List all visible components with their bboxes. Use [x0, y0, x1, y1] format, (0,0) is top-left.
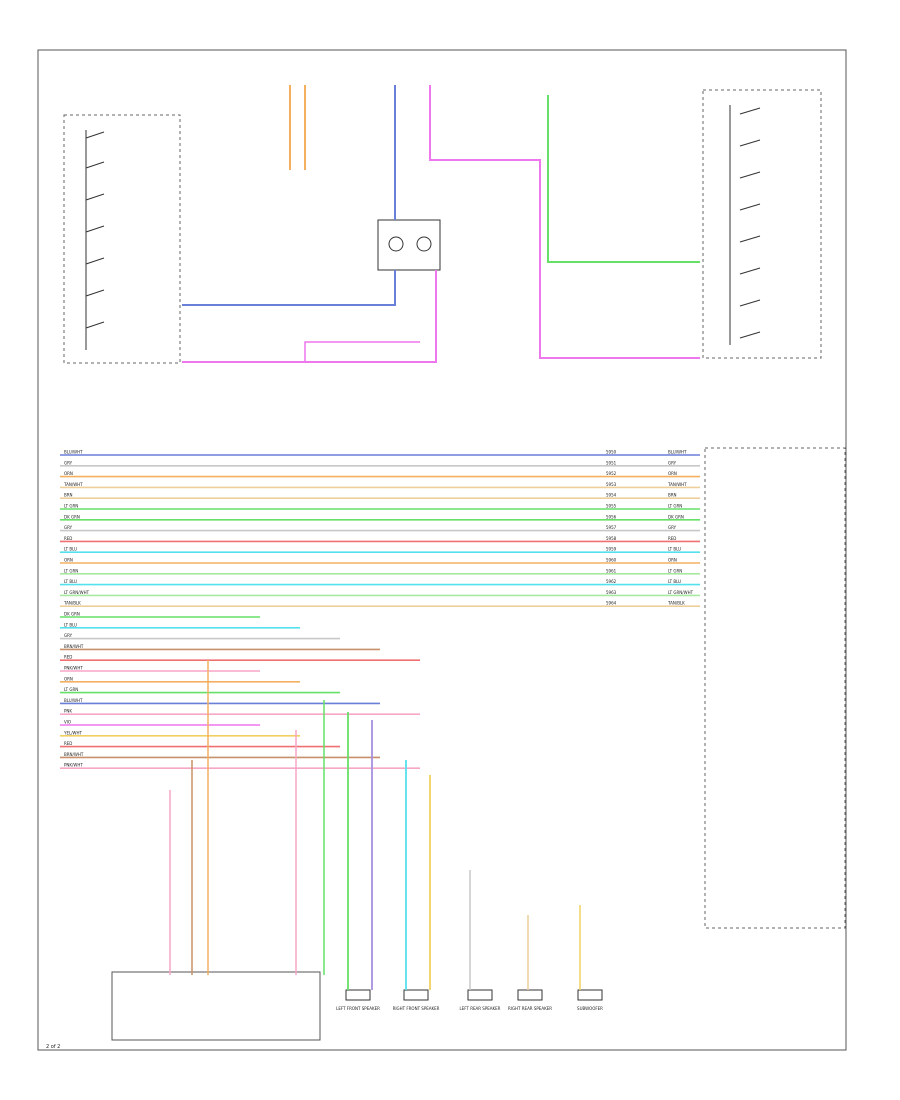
harness-circuit-number: 5953: [606, 482, 617, 487]
harness-wire-label: BRN/WHT: [64, 644, 84, 649]
harness-circuit-number: 5954: [606, 493, 617, 498]
harness-wire-label: RED: [64, 655, 72, 660]
speaker-body: [403, 989, 429, 1001]
speaker-label: RIGHT FRONT SPEAKER: [393, 1006, 440, 1011]
harness-circuit-number: 5959: [606, 547, 617, 552]
harness-wire-label: GRY: [64, 633, 73, 638]
harness-wire-label: BRN: [64, 493, 73, 498]
harness-wire-label: GRY: [64, 525, 73, 530]
harness-wire-label-right: GRY: [668, 460, 677, 465]
harness-circuit-number: 5952: [606, 471, 617, 476]
harness-wire-label: BLU/WHT: [64, 698, 83, 703]
harness-wire-label: DK GRN: [64, 612, 80, 617]
harness-wire-label: ORN: [64, 676, 73, 681]
harness-wire-label: ORN: [64, 558, 73, 563]
harness-wire-label-right: RED: [668, 536, 676, 541]
harness-wire-label-right: BRN: [668, 493, 677, 498]
speaker-body: [467, 989, 493, 1001]
page-label: 2 of 2: [46, 1044, 60, 1050]
drop-wires: [169, 660, 581, 990]
harness-circuit-number: 5950: [606, 450, 617, 455]
harness-circuit-number: 5957: [606, 525, 617, 530]
harness-wire-label: BLU/WHT: [64, 450, 83, 455]
harness-wire-label: YEL/WHT: [63, 730, 83, 735]
speaker-body: [517, 989, 543, 1001]
harness-wire-label: ORN: [64, 471, 73, 476]
harness-wire-label: BRN/WHT: [64, 752, 84, 757]
top-wires: [182, 85, 700, 363]
harness-wire-label: PNK: [64, 709, 72, 714]
right-switch-contacts: [729, 105, 761, 345]
harness-wire-label-right: DK GRN: [668, 514, 684, 519]
speaker-label: LEFT FRONT SPEAKER: [336, 1006, 380, 1011]
harness-circuit-number: 5962: [606, 579, 617, 584]
speaker-body: [577, 989, 603, 1001]
left-switch-box: [63, 114, 181, 364]
outer-frame: [37, 49, 847, 1051]
speaker-label: RIGHT REAR SPEAKER: [508, 1006, 552, 1011]
harness-circuit-number: 5958: [606, 536, 617, 541]
harness-wire-label-right: LT GRN/WHT: [668, 590, 694, 595]
harness-wire-label: LT GRN: [64, 687, 78, 692]
amplifier-box: [111, 971, 321, 1041]
harness-wire-label-right: TAN/WHT: [667, 482, 687, 487]
radio-connector-box: [704, 447, 846, 929]
harness-wire-label: PNK/WHT: [64, 666, 83, 671]
harness-wire-label-right: LT BLU: [668, 579, 681, 584]
harness-wire-label-right: LT GRN: [668, 504, 682, 509]
left-switch-contacts: [85, 130, 105, 350]
harness-wire-label: LT GRN: [64, 504, 78, 509]
harness-wire-label: RED: [64, 536, 72, 541]
harness-wire-label: LT BLU: [64, 622, 77, 627]
harness-wire-label: LT GRN/WHT: [64, 590, 90, 595]
harness-wire-label: VIO: [64, 720, 71, 725]
harness-circuit-number: 5963: [606, 590, 617, 595]
speaker-body: [345, 989, 371, 1001]
harness-wire-label-right: LT GRN: [668, 568, 682, 573]
harness-circuit-number: 5961: [606, 568, 617, 573]
harness-wire-label: GRY: [64, 460, 73, 465]
harness-wire-label: LT BLU: [64, 579, 77, 584]
harness-wire-label-right: ORN: [668, 471, 677, 476]
harness-circuit-number: 5955: [606, 504, 617, 509]
harness-wire-label-right: TAN/BLK: [667, 601, 685, 606]
harness-wire-label-right: BLU/WHT: [668, 450, 687, 455]
harness-wire-label: LT BLU: [64, 547, 77, 552]
harness-wire-label: PNK/WHT: [64, 763, 83, 768]
harness-wire-label: RED: [64, 741, 72, 746]
speaker-label: SUBWOOFER: [577, 1006, 603, 1011]
harness-circuit-number: 5951: [606, 460, 617, 465]
harness-wire-label: TAN/WHT: [63, 482, 83, 487]
harness-wire-label-right: ORN: [668, 558, 677, 563]
speakers: LEFT FRONT SPEAKER RIGHT FRONT SPEAKER LEF…: [336, 989, 603, 1011]
harness-wire-label: LT GRN: [64, 568, 78, 573]
harness-circuit-number: 5960: [606, 558, 617, 563]
speaker-label: LEFT REAR SPEAKER: [460, 1006, 501, 1011]
right-switch-box: [702, 89, 822, 359]
harness-wire-label-right: GRY: [668, 525, 677, 530]
center-module: [377, 219, 441, 271]
harness-wire-label: DK GRN: [64, 514, 80, 519]
harness-circuit-number: 5956: [606, 514, 617, 519]
harness-wire-label-right: LT BLU: [668, 547, 681, 552]
harness-wire-label: TAN/BLK: [63, 601, 81, 606]
harness-circuit-number: 5964: [606, 601, 617, 606]
